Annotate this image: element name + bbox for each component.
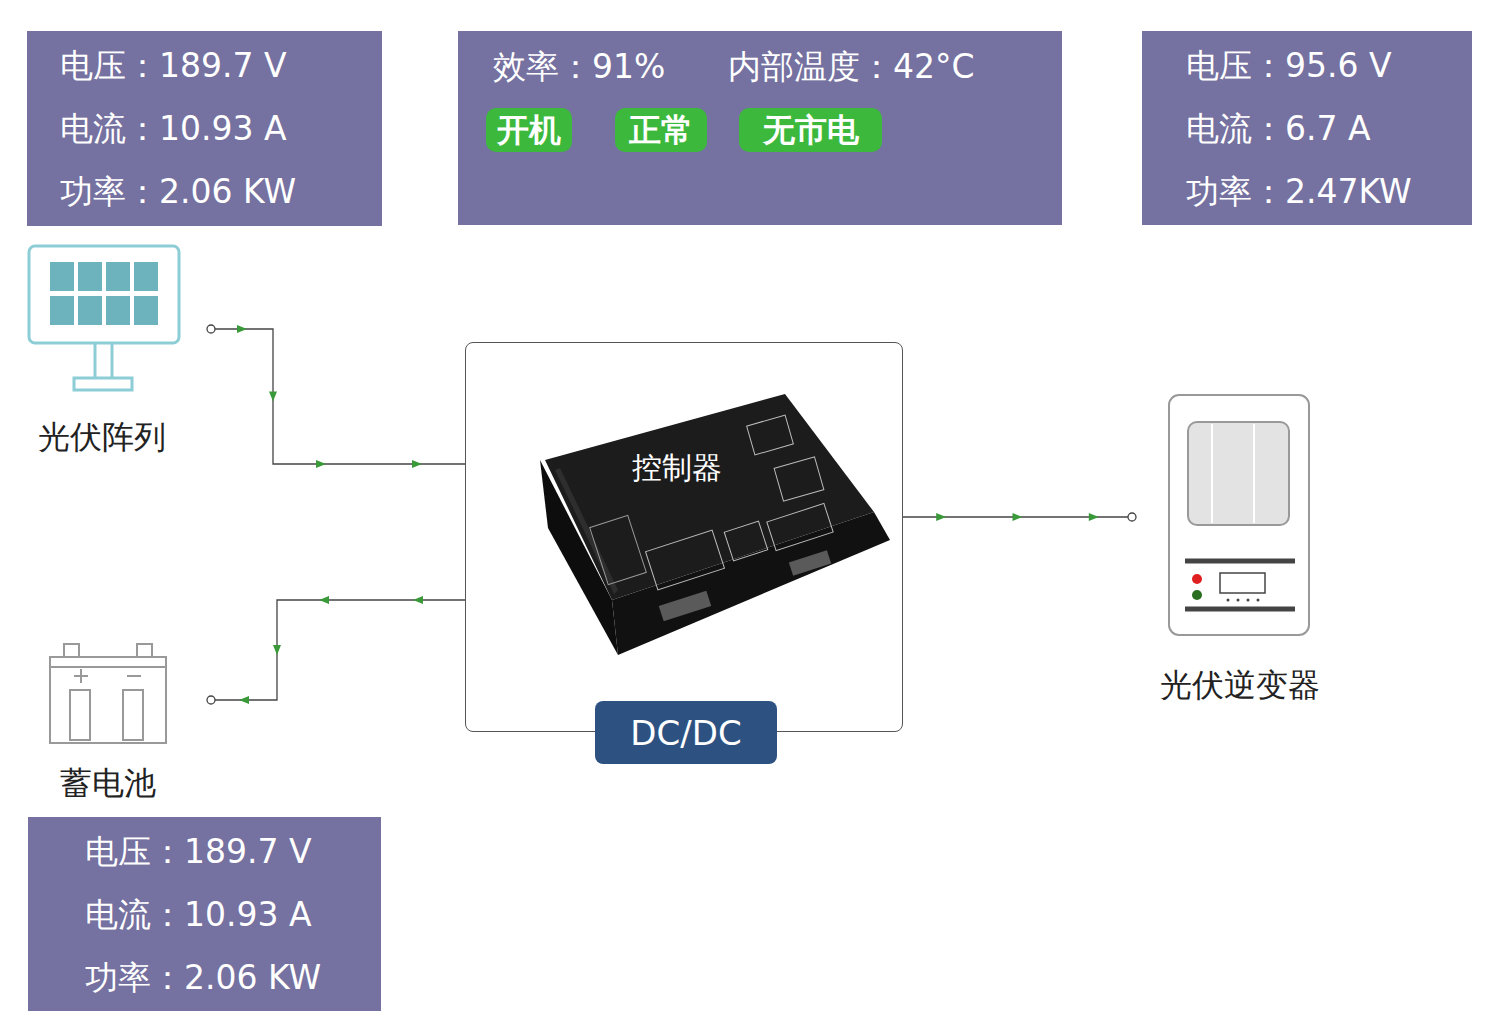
arrowhead xyxy=(412,460,422,468)
connector xyxy=(207,325,465,468)
node-label: 光伏阵列 xyxy=(16,417,188,457)
terminal-dot xyxy=(1128,513,1136,521)
node-label: 正常 xyxy=(629,110,693,150)
connector-line xyxy=(211,600,465,700)
terminal-dot xyxy=(207,325,215,333)
node-label: DC/DC xyxy=(630,711,741,755)
status-badge: 无市电 xyxy=(739,108,882,152)
info-panel: 电压：189.7 V电流：10.93 A功率：2.06 KW xyxy=(28,817,381,1011)
node-label: 蓄电池 xyxy=(41,763,174,803)
arrowhead xyxy=(269,392,277,402)
reading-text: 电压：189.7 V xyxy=(60,34,382,97)
controller-box: 控制器DC/DC xyxy=(465,342,903,732)
arrowhead xyxy=(1089,513,1099,521)
status-badge: 开机 xyxy=(486,108,572,152)
pv-array: 光伏阵列 xyxy=(16,245,188,460)
battery-icon xyxy=(50,644,166,743)
reading-text: 功率：2.06 KW xyxy=(85,946,381,1009)
reading-text: 电流：10.93 A xyxy=(85,883,381,946)
reading-text: 电流：10.93 A xyxy=(60,97,382,160)
arrowhead xyxy=(273,645,281,655)
status-badge: 正常 xyxy=(615,108,707,152)
inverter-icon xyxy=(1169,395,1309,635)
connector-line xyxy=(211,329,465,464)
arrowhead xyxy=(316,460,326,468)
arrowhead xyxy=(319,596,329,604)
reading-text: 电压：95.6 V xyxy=(1186,34,1472,97)
info-panel: 电压：189.7 V电流：10.93 A功率：2.06 KW xyxy=(27,31,382,226)
node-label: 开机 xyxy=(497,110,561,150)
arrowhead xyxy=(237,325,247,333)
reading-text: 功率：2.47KW xyxy=(1186,160,1472,223)
arrowhead xyxy=(936,513,946,521)
pv-inverter: 光伏逆变器 xyxy=(1146,395,1334,715)
terminal-dot xyxy=(207,696,215,704)
arrowhead xyxy=(413,596,423,604)
reading-text: 功率：2.06 KW xyxy=(60,160,382,223)
connector xyxy=(207,596,465,704)
battery: 蓄电池 xyxy=(41,640,174,805)
reading-text: 电压：189.7 V xyxy=(85,820,381,883)
dcdc-tab: DC/DC xyxy=(595,701,777,764)
connector xyxy=(903,513,1136,521)
controller-photo xyxy=(540,394,890,655)
node-label: 光伏逆变器 xyxy=(1146,665,1334,705)
node-label: 控制器 xyxy=(632,448,722,488)
node-label: 效率：91% xyxy=(493,47,665,87)
status-panel: 效率：91% 内部温度：42°C 开机 正常 无市电 xyxy=(458,31,1062,225)
solar-panel-icon xyxy=(29,246,179,390)
node-label: 无市电 xyxy=(763,110,859,150)
reading-text: 电流：6.7 A xyxy=(1186,97,1472,160)
arrowhead xyxy=(1013,513,1023,521)
arrowhead xyxy=(239,696,249,704)
info-panel: 电压：95.6 V电流：6.7 A功率：2.47KW xyxy=(1142,31,1472,225)
node-label: 内部温度：42°C xyxy=(728,47,975,87)
